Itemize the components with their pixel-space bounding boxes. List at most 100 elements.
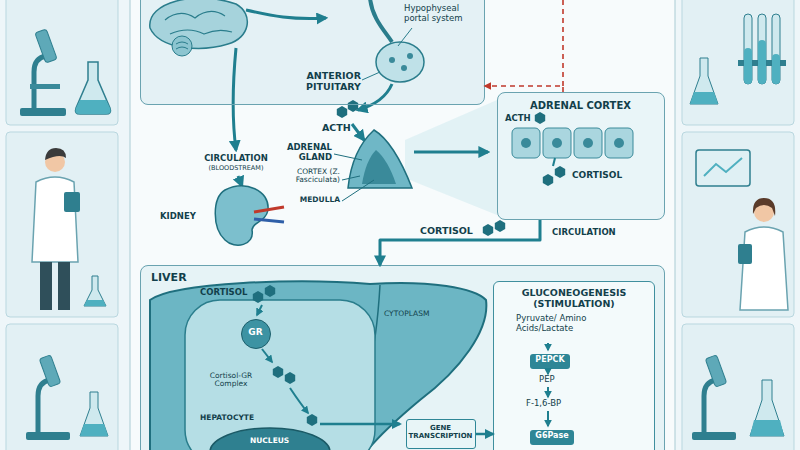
diagram-label: MEDULLA	[280, 196, 340, 204]
microscope-arm	[704, 380, 716, 432]
enzyme-box: G6Pase	[530, 430, 574, 445]
node-title: ANTERIOR PITUITARY	[299, 71, 361, 92]
diagram-label: CORTISOL	[572, 170, 622, 180]
side-panel	[6, 324, 118, 450]
cell-nucleus	[521, 138, 531, 148]
flow-arrow	[290, 388, 308, 413]
diagram-label: (BLOODSTREAM)	[186, 165, 286, 172]
connector-arrow	[380, 220, 540, 265]
cortex-cell	[512, 128, 540, 158]
flow-arrow	[358, 84, 392, 110]
flask	[80, 392, 108, 436]
cell-nucleus	[552, 138, 562, 148]
scientist-hair	[45, 148, 66, 160]
diagram-label: CIRCULATION	[186, 154, 286, 164]
flask-liquid	[690, 92, 718, 104]
diagram-label: NUCLEUS	[250, 437, 289, 445]
pituitary-panel: ANTERIOR PITUITARY	[140, 0, 485, 105]
side-panel	[6, 132, 118, 317]
node-title: GR	[240, 327, 271, 337]
receptor-circle: GR	[241, 319, 271, 349]
flow-arrow	[414, 151, 488, 154]
monitor-chart	[704, 158, 742, 176]
diagram-label: CYTOPLASM	[384, 310, 429, 318]
test-tube-liquid	[772, 54, 780, 84]
microscope-tube	[39, 355, 61, 387]
hexagon-molecule	[543, 174, 553, 186]
microscope-arm	[34, 56, 46, 108]
process-box: GENE TRANSCRIPTION	[406, 419, 476, 449]
flow-arrow	[233, 48, 236, 150]
panel-fill	[140, 0, 485, 105]
cell	[389, 57, 395, 63]
lab-coat	[740, 227, 788, 310]
vein	[254, 219, 284, 222]
microscope-base	[26, 432, 70, 440]
node-body: Pyruvate/ Amino Acids/Lactate	[516, 314, 616, 333]
hexagon-molecule	[555, 166, 565, 178]
lab-coat	[32, 177, 78, 262]
brain-gyri	[165, 11, 232, 34]
kidney	[215, 186, 268, 245]
microscope-tube	[705, 355, 727, 387]
diagram-label: CORTISOL	[420, 226, 473, 237]
diagram-label: KIDNEY	[160, 212, 196, 222]
pathway-box: GLUCONEOGENESIS (STIMULATION) Pyruvate/ A…	[493, 281, 655, 450]
hepatocyte	[185, 300, 375, 450]
pathway-arrow	[547, 387, 549, 397]
leader-line	[398, 28, 412, 46]
hexagon-molecule	[495, 220, 505, 232]
pituitary-stalk	[370, 0, 392, 42]
feedback-line	[562, 0, 564, 86]
node-title: GLUCONEOGENESIS (STIMULATION)	[498, 288, 650, 309]
cell	[401, 65, 407, 71]
microscope-tube	[35, 29, 57, 63]
hexagon-molecule	[265, 285, 275, 297]
diagram-label: CORTISOL	[200, 288, 247, 298]
cerebellum	[172, 36, 192, 56]
cortex-cell	[543, 128, 571, 158]
test-tube	[758, 14, 766, 84]
diagram-label: ADRENAL GLAND	[278, 143, 332, 162]
hexagon-molecule	[253, 291, 263, 303]
cell	[407, 53, 413, 59]
panel-fill	[497, 92, 665, 220]
flask-liquid	[76, 100, 111, 114]
cortex-cell	[605, 128, 633, 158]
leader-line	[342, 180, 374, 201]
side-panel	[682, 132, 794, 317]
artery	[254, 207, 284, 212]
flow-arrow	[246, 10, 326, 19]
scientist-leg	[40, 262, 52, 310]
diagram-label: CIRCULATION	[552, 228, 616, 238]
pathway-arrow	[547, 343, 549, 350]
node-title: GENE TRANSCRIPTION	[407, 425, 474, 441]
diagram-label: Cortisol-GR Complex	[196, 372, 266, 389]
diagram-label: HEPATOCYTE	[200, 414, 254, 422]
flask	[84, 276, 106, 306]
flask	[750, 380, 784, 436]
panel-fill	[140, 265, 665, 450]
flow-arrow	[553, 158, 555, 166]
nucleus	[210, 428, 330, 450]
side-panel	[682, 324, 794, 450]
hexagon-molecule	[348, 100, 358, 112]
scientist-hair	[753, 198, 775, 216]
flask-liquid	[750, 420, 784, 436]
diagram-label: ACTH	[322, 123, 351, 134]
liver-panel: LIVERGRGENE TRANSCRIPTIONGLUCONEOGENESIS…	[140, 265, 665, 450]
clipboard	[64, 192, 80, 212]
connector-arrow	[485, 86, 563, 92]
cell-nucleus	[583, 138, 593, 148]
flask	[76, 62, 111, 114]
side-panel	[682, 0, 794, 125]
test-tube	[744, 14, 752, 84]
flask	[690, 58, 718, 104]
adrenal-medulla	[362, 150, 396, 184]
flow-arrow	[262, 349, 272, 362]
